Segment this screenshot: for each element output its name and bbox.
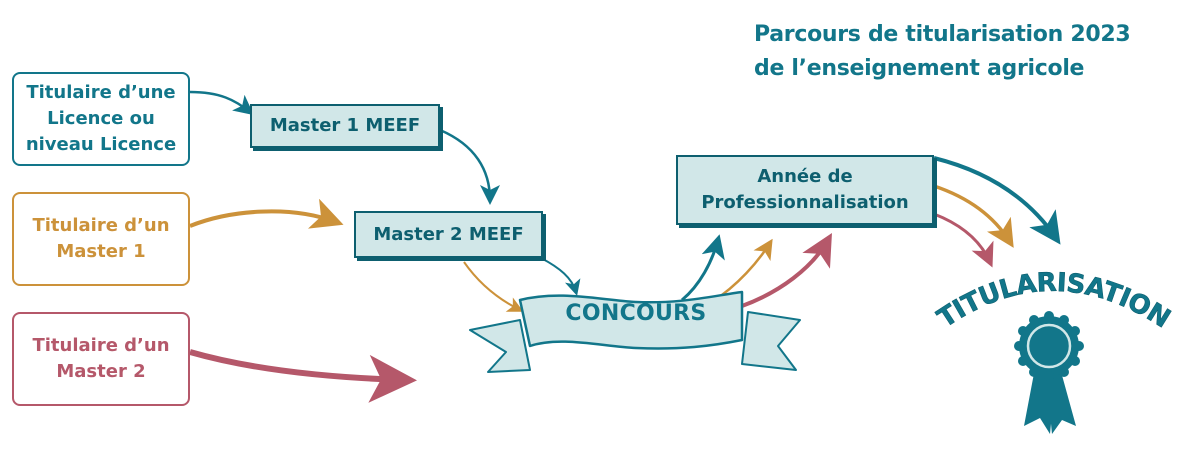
rosette-medal-icon xyxy=(1014,311,1084,434)
source-licence: Titulaire d’une Licence ou niveau Licenc… xyxy=(12,72,190,166)
professionnalisation-label: Année de Professionnalisation xyxy=(701,166,909,213)
concours-banner xyxy=(469,290,801,373)
master1-meef-label: Master 1 MEEF xyxy=(269,115,421,136)
arrow-concours-to-prof-teal xyxy=(681,234,725,302)
source-licence-label: Titulaire d’une Licence ou niveau Licenc… xyxy=(25,82,177,155)
master1-meef-box: Master 1 MEEF xyxy=(250,104,440,148)
master2-meef-box: Master 2 MEEF xyxy=(354,211,543,258)
source-master2: Titulaire d’un Master 2 xyxy=(12,312,190,406)
arrow-licence-to-m1 xyxy=(189,90,254,116)
arrow-m2-to-concours-teal xyxy=(540,257,581,296)
arrow-prof-to-titular-teal xyxy=(933,156,1061,245)
concours-label: CONCOURS xyxy=(565,300,707,326)
page-title: Parcours de titularisation 2023 de l’ens… xyxy=(754,18,1131,86)
arrow-master1-to-m2 xyxy=(189,198,344,229)
title-line-2: de l’enseignement agricole xyxy=(754,56,1085,81)
arrow-m1-to-m2 xyxy=(439,128,500,205)
title-line-1: Parcours de titularisation 2023 xyxy=(754,22,1131,47)
arrow-concours-to-prof-rose xyxy=(741,233,832,308)
source-master1-label: Titulaire d’un Master 1 xyxy=(32,215,170,262)
professionnalisation-box: Année de Professionnalisation xyxy=(676,155,934,225)
arrow-master2-to-concours xyxy=(189,349,417,403)
source-master2-label: Titulaire d’un Master 2 xyxy=(32,335,170,382)
arrow-prof-to-titular-gold xyxy=(933,184,1014,248)
arrow-m2-to-concours-gold xyxy=(463,261,524,312)
arrow-prof-to-titular-rose xyxy=(933,212,994,268)
source-master1: Titulaire d’un Master 1 xyxy=(12,192,190,286)
master2-meef-label: Master 2 MEEF xyxy=(373,223,524,245)
